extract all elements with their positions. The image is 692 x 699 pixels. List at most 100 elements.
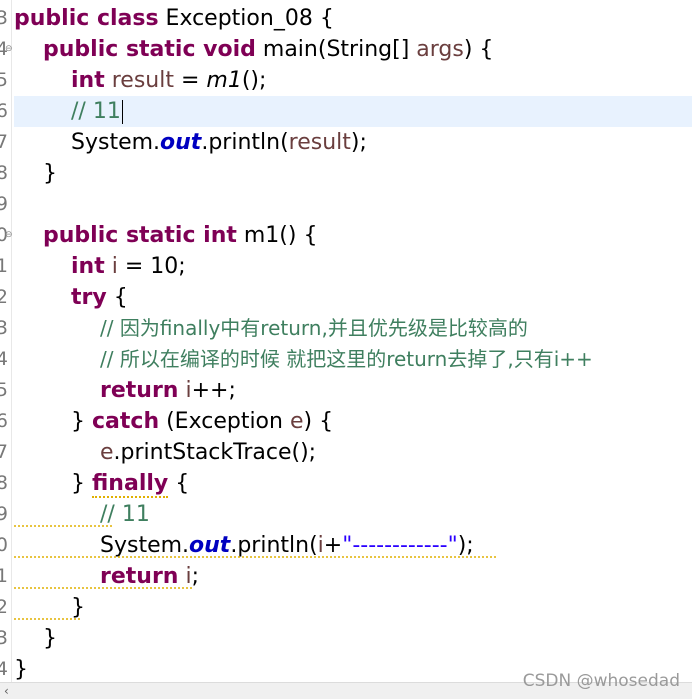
keyword: public static void	[43, 37, 256, 62]
warning-underline	[14, 525, 114, 527]
variable: e	[289, 409, 304, 434]
line-number: 0	[0, 534, 8, 556]
keyword: public class	[14, 6, 159, 31]
keyword: int	[71, 254, 105, 279]
line-number-gutter[interactable]: 3 4 ⊖ 5 6 7 8 9 0 ⊖ 1 2 3 4 5 6 7 8 9 0 …	[0, 0, 13, 683]
warning-underline	[14, 556, 496, 558]
comment: // 因为finally中有return,并且优先级是比较高的	[100, 316, 528, 340]
code-line[interactable]: System.out.println(result);	[14, 127, 692, 158]
variable: result	[288, 130, 351, 155]
line-number: 6	[0, 410, 8, 432]
line-number: 3	[0, 627, 8, 649]
code-text: }	[71, 471, 92, 496]
line-number: 0	[0, 224, 8, 246]
line-number: 9	[0, 503, 8, 525]
code-text: Exception_08 {	[158, 6, 334, 31]
line-number: 5	[0, 379, 8, 401]
variable: i	[178, 564, 192, 589]
code-line[interactable]: // 所以在编译的时候 就把这里的return去掉了,只有i++	[14, 344, 692, 375]
code-line[interactable]: int result = m1();	[14, 65, 692, 96]
keyword: return	[100, 378, 179, 403]
line-number: 4	[0, 658, 8, 680]
code-text: }	[71, 409, 92, 434]
variable: i	[104, 254, 118, 279]
code-text: {	[168, 471, 190, 496]
code-line[interactable]: }	[14, 654, 692, 685]
comment: // 11	[71, 99, 121, 124]
line-number: 4	[0, 38, 8, 60]
static-field: out	[189, 533, 231, 558]
code-line[interactable]: }	[14, 592, 692, 623]
code-text: }	[14, 657, 28, 682]
keyword: try	[71, 285, 107, 310]
warning-underline	[14, 587, 192, 589]
current-code-line[interactable]: // 11	[14, 96, 692, 127]
line-number: 8	[0, 472, 8, 494]
string-literal: "------------"	[342, 533, 458, 558]
code-text: ) {	[303, 409, 334, 434]
code-text: ) {	[463, 37, 494, 62]
code-text: .println(	[230, 533, 318, 558]
code-text: .println(	[201, 130, 289, 155]
code-text: System.	[71, 130, 161, 155]
code-text: .printStackTrace();	[113, 440, 317, 465]
code-text: =	[173, 68, 207, 93]
code-line[interactable]: return i;	[14, 561, 692, 592]
line-number: 6	[0, 100, 8, 122]
horizontal-scrollbar[interactable]: ‹	[0, 682, 692, 699]
line-number: 2	[0, 596, 8, 618]
keyword: int	[71, 68, 105, 93]
line-number: 9	[0, 193, 8, 215]
code-text: m1() {	[236, 223, 318, 248]
code-line[interactable]: e.printStackTrace();	[14, 437, 692, 468]
variable: i	[178, 378, 192, 403]
variable: result	[104, 68, 174, 93]
scroll-left-arrow-icon[interactable]: ‹	[4, 684, 9, 698]
line-number: 1	[0, 255, 8, 277]
code-line[interactable]: public static int m1() {	[14, 220, 692, 251]
code-line[interactable]: }	[14, 158, 692, 189]
keyword: catch	[92, 409, 160, 434]
line-number: 5	[0, 69, 8, 91]
line-number: 4	[0, 348, 8, 370]
variable: i	[317, 533, 324, 558]
code-text: (Exception	[159, 409, 290, 434]
fold-toggle-icon[interactable]: ⊖	[5, 230, 13, 240]
warning-underline	[14, 618, 80, 620]
code-line[interactable]: try {	[14, 282, 692, 313]
method-call: m1	[206, 68, 242, 93]
text-cursor	[121, 100, 123, 124]
line-number: 3	[0, 317, 8, 339]
code-text: main(String[]	[255, 37, 417, 62]
line-number: 1	[0, 565, 8, 587]
code-text: {	[106, 285, 128, 310]
keyword: return	[100, 564, 179, 589]
variable: args	[416, 37, 464, 62]
fold-toggle-icon[interactable]: ⊖	[5, 44, 13, 54]
line-number: 2	[0, 286, 8, 308]
code-line[interactable]: public class Exception_08 {	[14, 3, 692, 34]
static-field: out	[160, 130, 202, 155]
code-line[interactable]: // 因为finally中有return,并且优先级是比较高的	[14, 313, 692, 344]
variable: e	[100, 440, 114, 465]
code-line[interactable]: // 11	[14, 499, 692, 530]
code-line[interactable]: return i++;	[14, 375, 692, 406]
code-text: }	[71, 595, 85, 620]
line-number: 7	[0, 131, 8, 153]
code-text: ();	[241, 68, 267, 93]
code-text: );	[457, 533, 474, 558]
code-text: = 10;	[117, 254, 186, 279]
comment: // 11	[100, 502, 150, 527]
code-line[interactable]: } finally {	[14, 468, 692, 499]
code-line[interactable]: int i = 10;	[14, 251, 692, 282]
code-line[interactable]: }	[14, 623, 692, 654]
keyword: public static int	[43, 223, 237, 248]
code-line[interactable]: System.out.println(i+"------------");	[14, 530, 692, 561]
comment: // 所以在编译的时候 就把这里的return去掉了,只有i++	[100, 347, 593, 371]
keyword-finally-warning[interactable]: finally	[92, 471, 169, 498]
code-line[interactable]: } catch (Exception e) {	[14, 406, 692, 437]
code-text: ;	[191, 564, 199, 589]
line-number: 7	[0, 441, 8, 463]
code-text: ++;	[191, 378, 236, 403]
code-line[interactable]: public static void main(String[] args) {	[14, 34, 692, 65]
